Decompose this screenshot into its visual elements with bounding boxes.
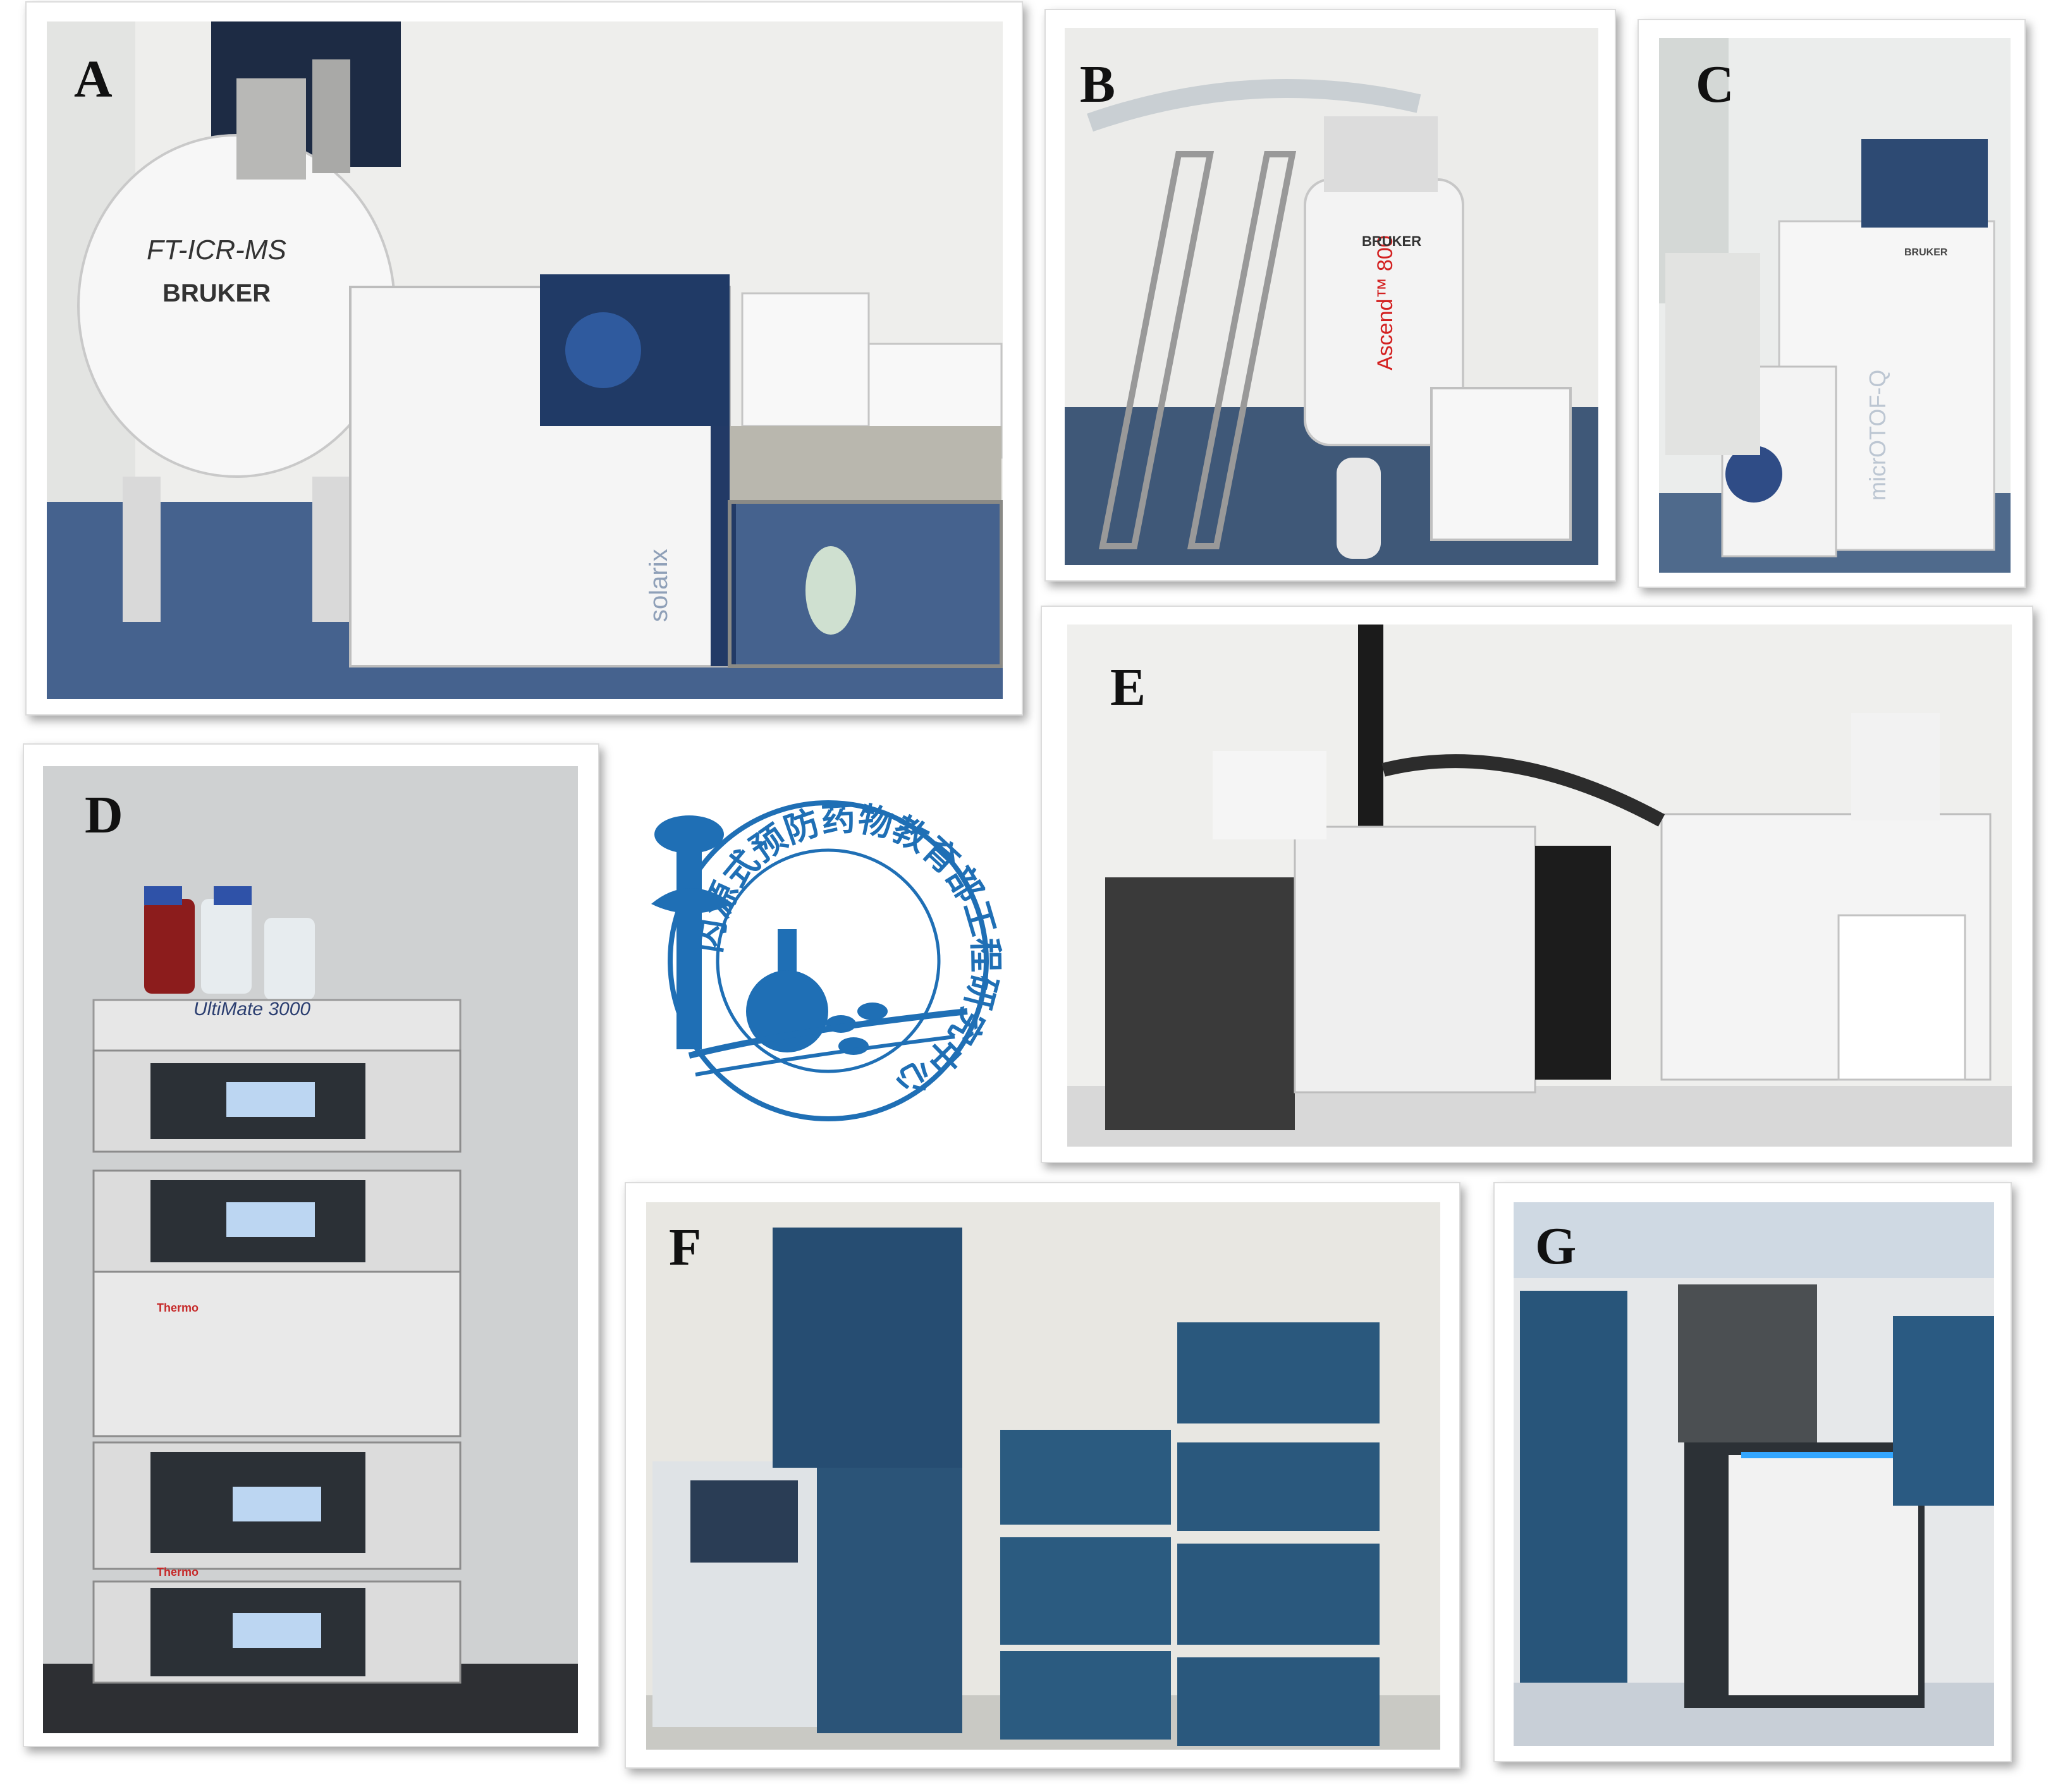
ascend-800-text: Ascend™ 800 (1373, 235, 1397, 370)
photo-d-hplc (43, 766, 578, 1733)
photo-panel-g: G (1493, 1182, 2012, 1762)
photo-panel-a: FT-ICR-MS BRUKER solarix A (25, 1, 1023, 716)
panel-label-c: C (1696, 55, 1734, 114)
photo-panel-b: Ascend™ 800 BRUKER B (1044, 9, 1616, 582)
logo-circular-text: 内源式预防药物教育部工程研究中心 (689, 798, 1006, 1104)
panel-label-d: D (85, 786, 123, 844)
photo-panel-f: F (625, 1182, 1460, 1769)
center-logo: 内源式预防药物教育部工程研究中心 (626, 759, 1018, 1150)
photo-b-nmr (1065, 28, 1598, 565)
bruker-b-text: BRUKER (1362, 233, 1422, 249)
photo-g-waters-ms (1514, 1202, 1994, 1746)
photo-e-gc-ms (1067, 625, 2012, 1147)
photo-panel-e: E (1041, 606, 2033, 1163)
bruker-logo-text: BRUKER (162, 279, 271, 307)
solarix-text: solarix (645, 549, 673, 622)
ultimate-3000-text: UltiMate 3000 (193, 999, 311, 1020)
photo-f-waters-systems (646, 1202, 1440, 1750)
photo-a-ft-icr-ms (47, 21, 1003, 699)
photo-panel-c: micrOTOF-Q BRUKER C (1638, 19, 2026, 588)
panel-label-a: A (74, 50, 113, 109)
panel-label-f: F (669, 1218, 702, 1277)
thermo-label-2: Thermo (157, 1566, 199, 1578)
photo-panel-d: UltiMate 3000 Thermo Thermo D (23, 743, 599, 1747)
panel-label-b: B (1080, 55, 1116, 114)
microtof-q-text: micrOTOF-Q (1864, 369, 1890, 501)
photo-c-microtof (1659, 38, 2011, 573)
thermo-label-1: Thermo (157, 1301, 199, 1314)
ft-icr-ms-text: FT-ICR-MS (147, 235, 286, 265)
panel-label-e: E (1110, 658, 1146, 717)
bruker-c-text: BRUKER (1904, 247, 1948, 258)
panel-label-g: G (1535, 1217, 1577, 1276)
